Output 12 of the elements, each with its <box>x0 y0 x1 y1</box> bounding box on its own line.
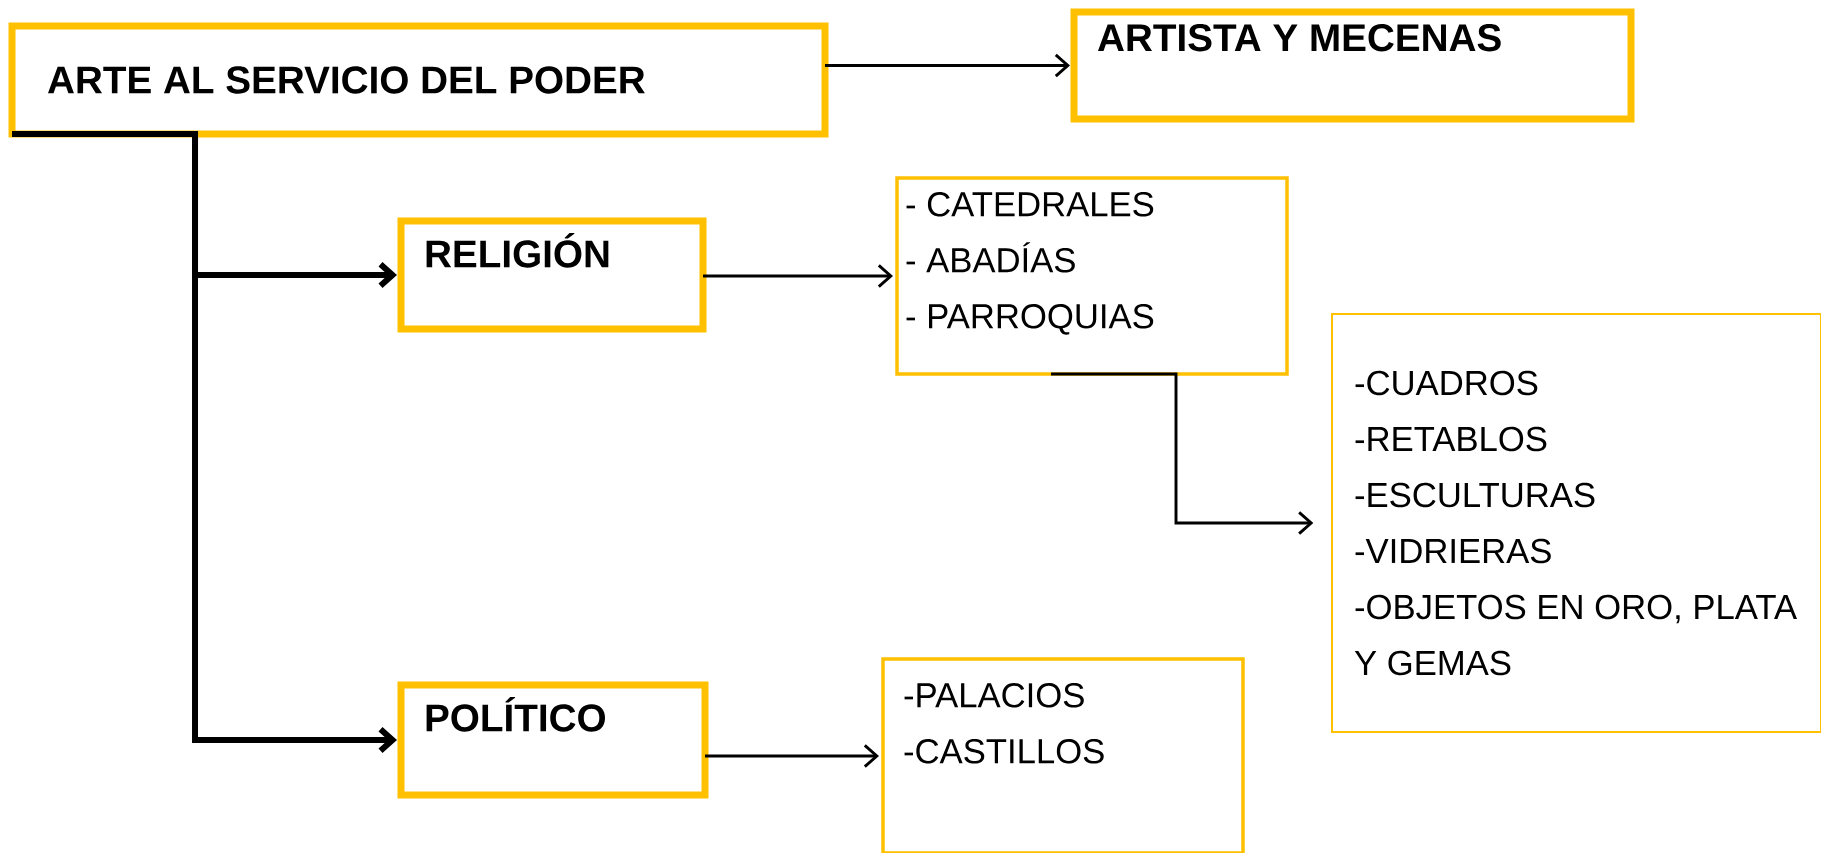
arrow <box>1051 372 1314 535</box>
arrow <box>705 744 879 768</box>
category-box: POLÍTICO <box>397 681 709 799</box>
list-box: - CATEDRALES - ABADÍAS - PARROQUIAS <box>895 176 1289 376</box>
list-box: -PALACIOS -CASTILLOS <box>881 657 1245 853</box>
category-box: RELIGIÓN <box>397 217 707 333</box>
arrow <box>12 131 397 753</box>
arrow <box>825 53 1070 78</box>
category-box: ARTISTA Y MECENAS <box>1070 8 1635 123</box>
title-box: ARTE AL SERVICIO DEL PODER <box>8 22 829 138</box>
arrow <box>703 264 893 288</box>
list-box: -CUADROS -RETABLOS -ESCULTURAS -VIDRIERAS -OBJETOS EN ORO, PLATA Y GEMAS <box>1331 313 1821 733</box>
